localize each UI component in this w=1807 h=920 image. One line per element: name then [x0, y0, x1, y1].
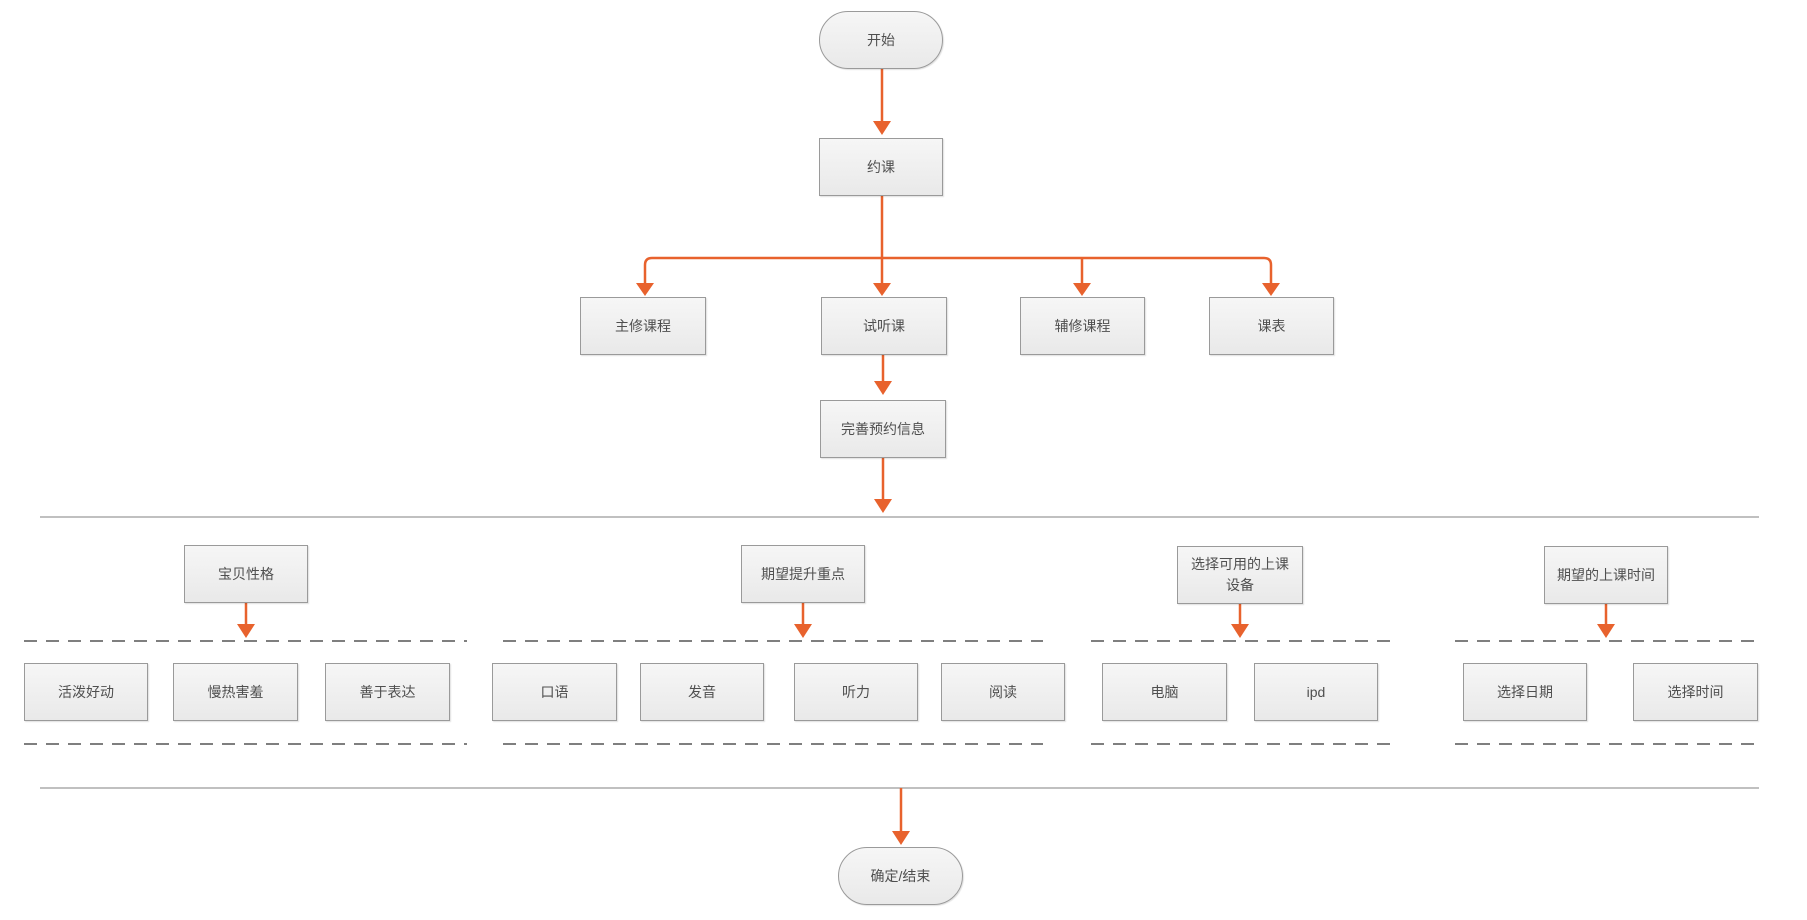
node-option-pronunciation: 发音	[640, 663, 764, 721]
edge-branch-bus	[643, 256, 1273, 284]
arrowhead-branch2	[1073, 283, 1091, 296]
arrowhead-group2	[794, 624, 812, 638]
node-schedule: 课表	[1209, 297, 1334, 355]
arrowhead-section	[874, 499, 892, 513]
node-option-speaking: 口语	[492, 663, 617, 721]
node-option-expressive: 善于表达	[325, 663, 450, 721]
arrowhead-complete	[874, 381, 892, 395]
node-minor-course: 辅修课程	[1020, 297, 1145, 355]
node-complete-booking-info: 完善预约信息	[820, 400, 946, 458]
node-group-header-personality: 宝贝性格	[184, 545, 308, 603]
arrowhead-group3	[1231, 624, 1249, 638]
node-option-reading: 阅读	[941, 663, 1065, 721]
node-group-header-time: 期望的上课时间	[1544, 546, 1668, 604]
arrowhead-start-book	[873, 121, 891, 135]
node-option-computer: 电脑	[1102, 663, 1227, 721]
node-option-listening: 听力	[794, 663, 918, 721]
node-option-active: 活泼好动	[24, 663, 148, 721]
arrowhead-end	[892, 831, 910, 845]
node-option-select-time: 选择时间	[1633, 663, 1758, 721]
node-group-header-device: 选择可用的上课设备	[1177, 546, 1303, 604]
node-group-header-improvement: 期望提升重点	[741, 545, 865, 603]
arrowhead-branch1	[873, 283, 891, 296]
node-option-shy: 慢热害羞	[173, 663, 298, 721]
node-book-class: 约课	[819, 138, 943, 196]
node-end: 确定/结束	[838, 847, 963, 905]
arrowhead-branch0	[636, 283, 654, 296]
node-major-course: 主修课程	[580, 297, 706, 355]
node-trial-class: 试听课	[821, 297, 947, 355]
arrowhead-branch3	[1262, 283, 1280, 296]
node-start: 开始	[819, 11, 943, 69]
node-option-select-date: 选择日期	[1463, 663, 1587, 721]
arrowhead-group1	[237, 624, 255, 638]
arrowhead-group4	[1597, 624, 1615, 638]
node-option-ipad: ipd	[1254, 663, 1378, 721]
